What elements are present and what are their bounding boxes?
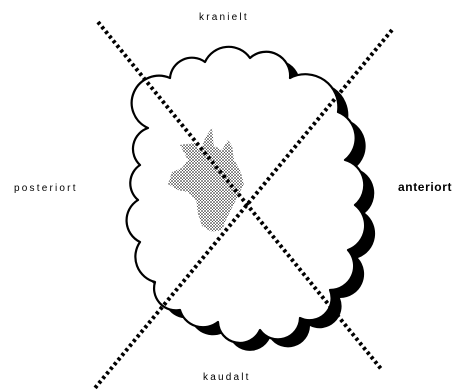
label-posterior: posteriort — [14, 184, 78, 194]
label-anterior: anteriort — [398, 181, 452, 193]
label-caudal: kaudalt — [203, 373, 251, 383]
label-cranial: kranielt — [199, 13, 249, 23]
cloud-outline — [127, 47, 366, 343]
